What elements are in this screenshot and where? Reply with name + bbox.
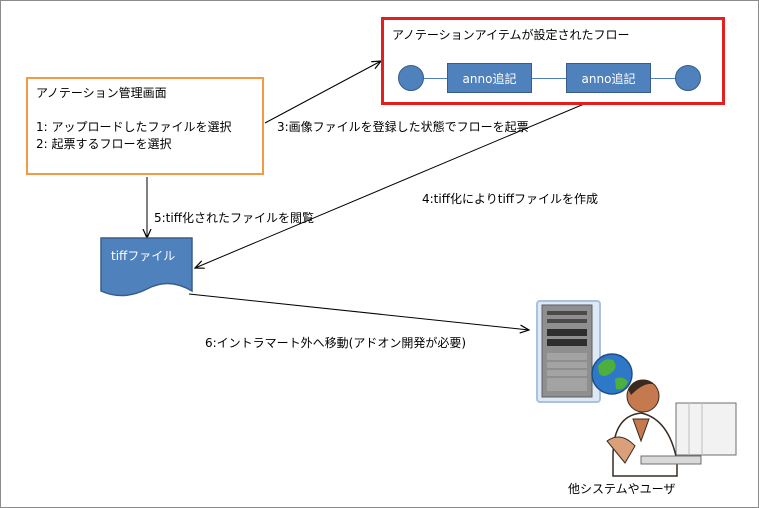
arrow-4 <box>195 95 604 268</box>
flow-start-node <box>398 65 424 91</box>
annotation-management-box: アノテーション管理画面 1: アップロードしたファイルを選択 2: 起票するフロ… <box>26 77 264 175</box>
tiff-document-shape <box>100 237 193 297</box>
server-icon <box>536 300 601 403</box>
annotation-flow-box: アノテーションアイテムが設定されたフロー <box>381 17 725 105</box>
tiff-document-label: tiffファイル <box>111 249 176 263</box>
arrow-3-label: 3:画像ファイルを登録した状態でフローを起票 <box>277 120 529 134</box>
arrow-3 <box>264 61 381 124</box>
flow-task-1-label: anno追記 <box>462 71 517 86</box>
arrow-6 <box>188 293 529 330</box>
flow-task-2-label: anno追記 <box>581 71 636 86</box>
flow-connector <box>647 78 677 79</box>
person-at-computer-icon <box>606 379 737 477</box>
flow-connector <box>531 78 567 79</box>
flow-title: アノテーションアイテムが設定されたフロー <box>392 28 630 42</box>
arrow-5-label: 5:tiff化されたファイルを閲覧 <box>154 211 314 225</box>
globe-icon <box>591 353 633 395</box>
arrow-4-label: 4:tiff化によりtiffファイルを作成 <box>422 192 599 206</box>
flow-end-node <box>675 65 701 91</box>
management-step-1: 1: アップロードしたファイルを選択 <box>36 120 232 134</box>
flow-connector <box>413 78 447 79</box>
arrow-6-label: 6:イントラマート外へ移動(アドオン開発が必要) <box>205 336 467 350</box>
management-title: アノテーション管理画面 <box>36 86 167 100</box>
flow-task-2: anno追記 <box>566 63 651 93</box>
management-step-2: 2: 起票するフローを選択 <box>36 137 172 151</box>
external-system-caption: 他システムやユーザ <box>568 482 676 496</box>
flow-task-1: anno追記 <box>447 63 532 93</box>
